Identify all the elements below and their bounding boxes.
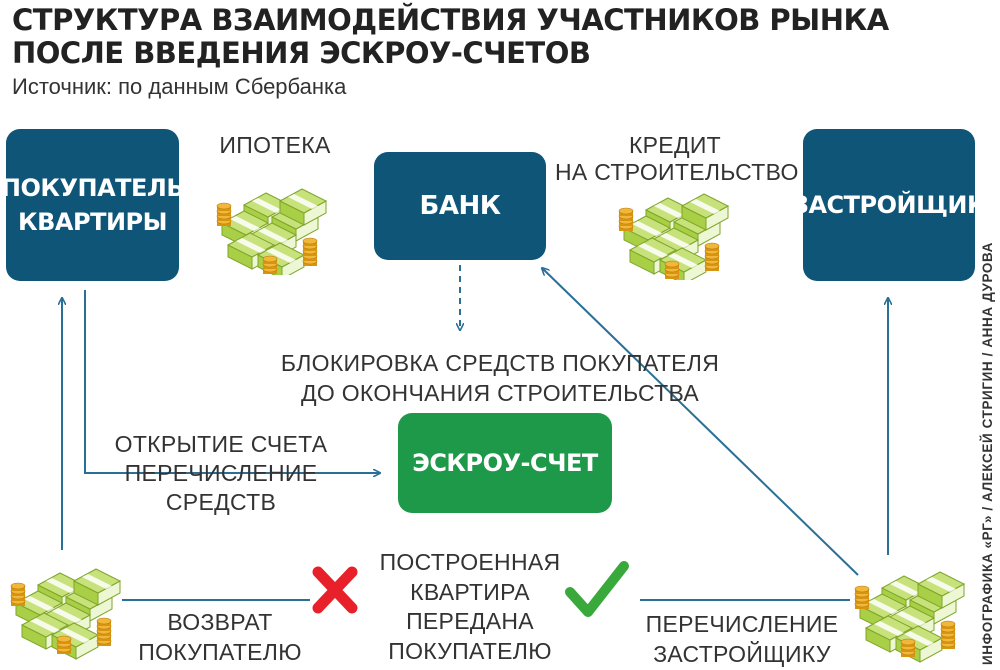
bank-node: БАНК [374, 152, 546, 260]
money-stack-icon [854, 571, 966, 663]
source-note: Источник: по данным Сбербанка [12, 74, 347, 99]
built-label: ПОСТРОЕННАЯ КВАРТИРА ПЕРЕДАНА ПОКУПАТЕЛЮ [370, 548, 570, 666]
credit-label-line-2: НА СТРОИТЕЛЬСТВО [555, 159, 799, 185]
refund-label: ВОЗВРАТ ПОКУПАТЕЛЮ [125, 607, 315, 667]
transfer-label-line-1: ПЕРЕЧИСЛЕНИЕ [645, 611, 839, 637]
opening-label: ОТКРЫТИЕ СЧЕТА ПЕРЕЧИСЛЕНИЕ СРЕДСТВ [112, 430, 330, 517]
buyer-label-line-1: ПОКУПАТЕЛЬ [0, 174, 185, 202]
opening-label-line-2: ПЕРЕЧИСЛЕНИЕ [124, 460, 318, 486]
opening-label-line-1: ОТКРЫТИЕ СЧЕТА [114, 431, 328, 457]
mortgage-label: ИПОТЕКА [219, 132, 331, 158]
refund-label-line-2: ПОКУПАТЕЛЮ [138, 639, 302, 665]
developer-label: ЗАСТРОЙЩИК [791, 191, 987, 219]
blocking-label-line-1: БЛОКИРОВКА СРЕДСТВ ПОКУПАТЕЛЯ [280, 350, 720, 376]
credit-label-line-1: КРЕДИТ [628, 132, 722, 158]
developer-node: ЗАСТРОЙЩИК [792, 129, 987, 281]
money-stack-icon [216, 188, 328, 275]
blocking-label-line-2: ДО ОКОНЧАНИЯ СТРОИТЕЛЬСТВА [300, 380, 700, 406]
blocking-label: БЛОКИРОВКА СРЕДСТВ ПОКУПАТЕЛЯ ДО ОКОНЧАН… [260, 348, 740, 408]
page-title: СТРУКТУРА ВЗАИМОДЕЙСТВИЯ УЧАСТНИКОВ РЫНК… [12, 4, 952, 70]
transfer-label: ПЕРЕЧИСЛЕНИЕ ЗАСТРОЙЩИКУ [632, 609, 852, 669]
opening-label-line-3: СРЕДСТВ [165, 489, 277, 515]
refund-label-line-1: ВОЗВРАТ [167, 609, 273, 635]
escrow-node: ЭСКРОУ-СЧЕТ [398, 413, 612, 513]
money-stack-icon [618, 193, 730, 280]
buyer-label-line-2: КВАРТИРЫ [18, 208, 168, 236]
arrow-buyer-to-escrow [84, 290, 380, 473]
credit-label: КРЕДИТ НА СТРОИТЕЛЬСТВО [555, 132, 799, 186]
escrow-label: ЭСКРОУ-СЧЕТ [412, 449, 598, 477]
red-cross-icon [312, 566, 358, 614]
title-line-1: СТРУКТУРА ВЗАИМОДЕЙСТВИЯ УЧАСТНИКОВ РЫНК… [12, 3, 889, 37]
built-label-line-4: ПОКУПАТЕЛЮ [388, 637, 552, 664]
green-check-icon [565, 561, 629, 617]
bank-label: БАНК [419, 191, 501, 221]
built-label-line-2: КВАРТИРА [410, 578, 530, 605]
infographic-credit: ИНФОГРАФИКА «РГ» / АЛЕКСЕЙ СТРИГИН / АНН… [980, 241, 995, 665]
money-stack-icon [10, 568, 122, 660]
transfer-label-line-2: ЗАСТРОЙЩИКУ [653, 641, 831, 667]
built-label-line-1: ПОСТРОЕННАЯ [379, 549, 561, 575]
buyer-node: ПОКУПАТЕЛЬ КВАРТИРЫ [1, 129, 185, 281]
title-line-2: ПОСЛЕ ВВЕДЕНИЯ ЭСКРОУ-СЧЕТОВ [12, 36, 591, 70]
built-label-line-3: ПЕРЕДАНА [406, 608, 534, 634]
arrow-developer-money-to-bank [542, 268, 859, 576]
